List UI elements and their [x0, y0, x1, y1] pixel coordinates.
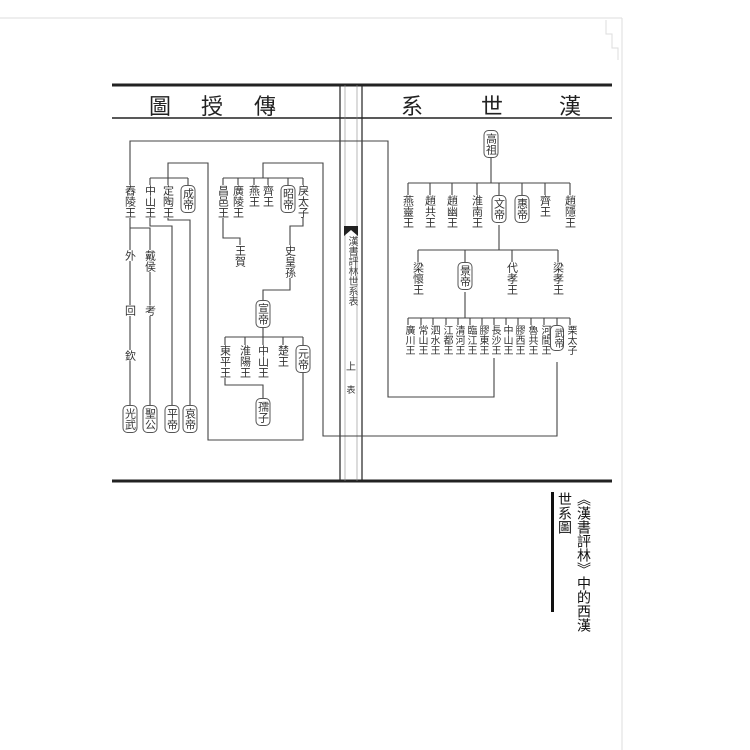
person-node: 梁懷王: [411, 262, 425, 295]
person-node: 膠西王: [513, 325, 524, 355]
person-node: 戴侯: [143, 250, 157, 272]
title-char: 圖: [148, 95, 172, 120]
person-node: 欽: [123, 350, 137, 361]
person-node: 江都王: [441, 325, 452, 355]
person-node: 昌邑王: [216, 185, 230, 218]
person-node: 舂陵王: [123, 185, 137, 218]
person-node: 泗水王: [428, 325, 439, 355]
person-node: 楚王: [276, 345, 290, 367]
title-char: 授: [200, 95, 224, 120]
person-node: 栗太子: [565, 325, 576, 355]
person-node: 燕王: [247, 185, 261, 207]
person-node: 齊王: [261, 185, 275, 207]
emperor-node: 惠帝: [514, 195, 530, 223]
person-node: 中山王: [256, 345, 270, 378]
emperor-node: 文帝: [491, 195, 507, 223]
person-node: 廣陵王: [231, 185, 245, 218]
person-node: 廣川王: [403, 325, 414, 355]
person-node: 王賀: [233, 245, 247, 267]
emperor-node: 哀帝: [182, 405, 198, 433]
person-node: 魯共王: [526, 325, 537, 355]
person-node: 齊王: [538, 195, 552, 217]
title-char: 漢: [558, 95, 582, 120]
person-node: 趙隱王: [563, 195, 577, 228]
person-node: 清河王: [453, 325, 464, 355]
person-node: 河間王: [539, 325, 550, 355]
emperor-node: 昭帝: [280, 185, 296, 213]
emperor-node: 光武: [122, 405, 138, 433]
person-node: 考: [143, 305, 157, 316]
spine-text: 漢書評林世系表: [346, 236, 357, 306]
emperor-node: 成帝: [180, 185, 196, 213]
person-node: 淮南王: [470, 195, 484, 228]
person-node: 定陶王: [161, 185, 175, 218]
person-node: 外: [123, 250, 137, 261]
emperor-node: 高祖: [483, 130, 499, 158]
person-node: 代孝王: [505, 262, 519, 295]
person-node: 常山王: [416, 325, 427, 355]
caption-line-1: 《漢書評林》中的西漢: [575, 492, 591, 632]
person-node: 趙幽王: [445, 195, 459, 228]
person-node: 中山王: [143, 185, 157, 218]
emperor-node: 元帝: [295, 345, 311, 373]
person-node: 回: [123, 305, 137, 316]
spine-volume: 上: [346, 362, 356, 373]
person-node: 趙共王: [423, 195, 437, 228]
emperor-node: 景帝: [457, 262, 473, 290]
person-node: 膠東王: [477, 325, 488, 355]
person-node: 史皇孫: [283, 245, 297, 278]
person-node: 戾太子: [296, 185, 310, 218]
emperor-node: 武帝: [550, 325, 564, 351]
emperor-node: 平帝: [164, 405, 180, 433]
caption-line-2: 世系圖: [556, 492, 572, 534]
caption-bar: [551, 492, 554, 612]
emperor-node: 宣帝: [255, 300, 271, 328]
emperor-node: 聖公: [142, 405, 158, 433]
emperor-node: 孺子: [255, 398, 271, 426]
title-char: 世: [480, 95, 504, 120]
person-node: 東平王: [218, 345, 232, 378]
title-char: 傳: [253, 95, 277, 120]
person-node: 梁孝王: [551, 262, 565, 295]
person-node: 長沙王: [489, 325, 500, 355]
spine-mark-text: 表: [346, 386, 356, 396]
person-node: 燕靈王: [401, 195, 415, 228]
person-node: 中山王: [501, 325, 512, 355]
title-char: 系: [400, 95, 424, 120]
person-node: 淮陽王: [238, 345, 252, 378]
person-node: 臨江王: [465, 325, 476, 355]
